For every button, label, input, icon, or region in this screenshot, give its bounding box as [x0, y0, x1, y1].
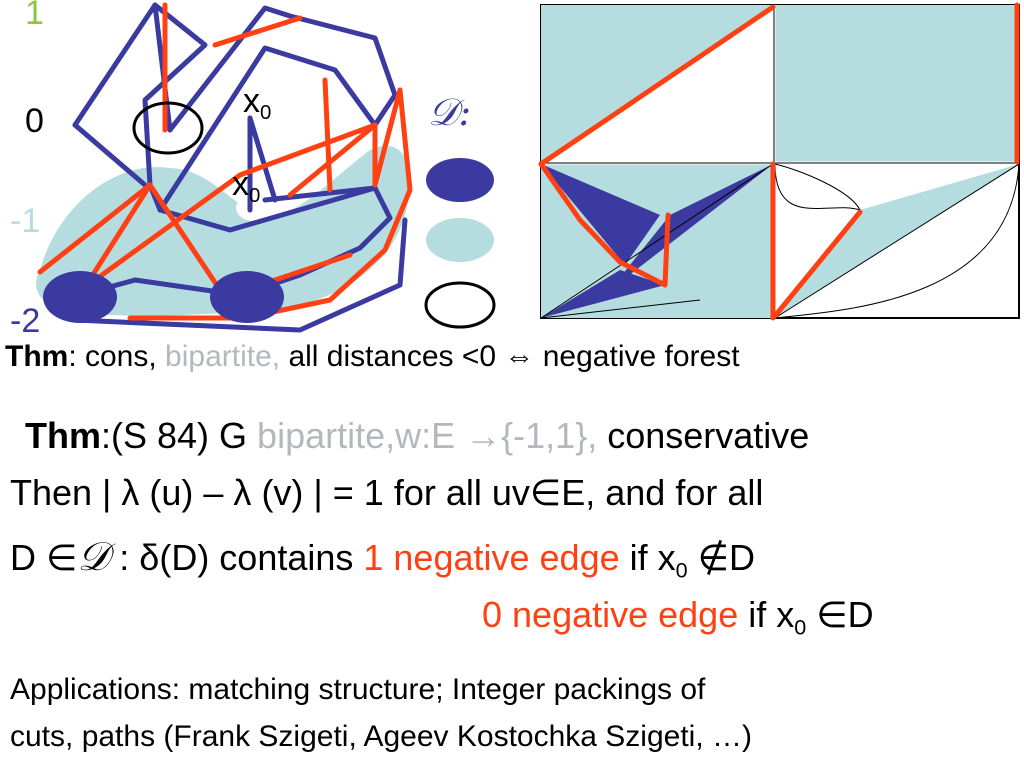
blue-node: [210, 271, 284, 323]
red-edge: [287, 87, 403, 198]
blue-triangle: [541, 270, 665, 318]
level-zero-circle: [132, 101, 204, 155]
red-edge: [212, 15, 303, 48]
red-edge: [322, 77, 333, 193]
theorem-2-line1: Thm:(S 84) G bipartite,w:E →{-1,1}, cons…: [25, 415, 810, 456]
theorem-1: Thm: cons, bipartite, all distances <0 ⇔…: [5, 340, 740, 373]
applications-line2: cuts, paths (Frank Szigeti, Ageev Kostoc…: [10, 720, 753, 753]
red-edge: [37, 182, 153, 275]
applications-line1: Applications: matching structure; Intege…: [10, 673, 706, 706]
graph-diagram: [36, 2, 496, 333]
legend-title: 𝒟:: [428, 90, 472, 134]
level-label-1: 1: [25, 0, 44, 32]
cyan-square: [775, 5, 1019, 162]
blue-node: [43, 271, 117, 323]
blue-triangle: [541, 164, 660, 265]
legend-cyan-ellipse: [426, 218, 494, 262]
red-edge: [147, 182, 223, 293]
blue-edge: [157, 5, 398, 213]
blue-edge: [147, 182, 378, 233]
level-label-minus2: -2: [10, 302, 41, 340]
blue-triangle: [610, 164, 773, 290]
legend-white-ellipse: [424, 281, 496, 329]
theorem-2-line2: Then | λ (u) – λ (v) | = 1 for all uv∈E,…: [10, 472, 764, 513]
blue-edge: [72, 122, 148, 188]
red-edge: [538, 161, 671, 288]
level-label-0: 0: [25, 102, 44, 140]
node-label-x0-top: x0: [243, 82, 272, 125]
theorem-2-line3: D ∈𝒟 : δ(D) contains 1 negative edge if …: [10, 534, 755, 583]
blue-edge: [247, 115, 278, 203]
legend-blue-ellipse: [426, 158, 494, 202]
cyan-region: [36, 145, 411, 316]
blue-edge: [237, 185, 393, 298]
node-label-x0-mid: x0: [232, 165, 261, 208]
theorem-2-line4: 0 negative edge if x0 ∈D: [482, 594, 874, 640]
grid-diagram: [538, 2, 1020, 321]
red-edge: [538, 4, 776, 167]
level-label-minus1: -1: [10, 202, 41, 240]
blue-edge: [142, 2, 208, 188]
red-edge: [772, 209, 863, 319]
